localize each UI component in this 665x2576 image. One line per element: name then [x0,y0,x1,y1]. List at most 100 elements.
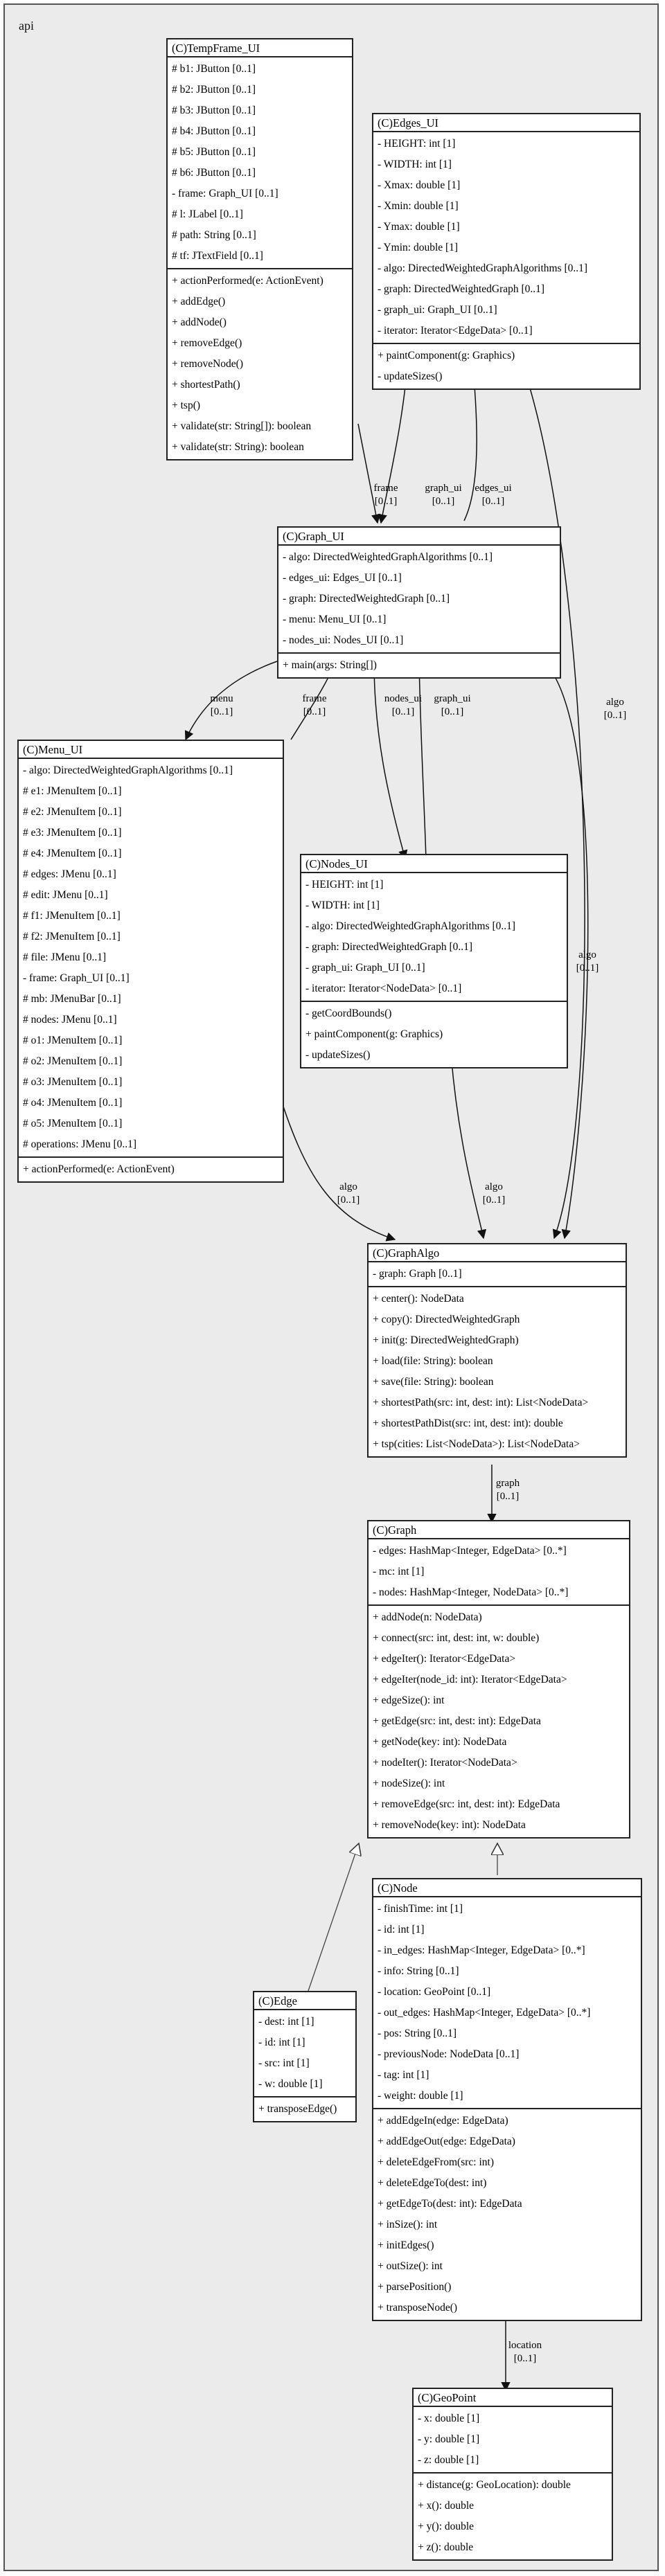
attribute-row: - id: int [1] [378,1924,425,1935]
class-node: (C)Node- finishTime: int [1]- id: int [1… [372,1878,642,2321]
operation-row: + deleteEdgeFrom(src: int) [378,2156,494,2168]
attribute-row: - algo: DirectedWeightedGraphAlgorithms … [378,262,588,274]
attribute-row: - out_edges: HashMap<Integer, EdgeData> … [378,2007,591,2019]
attribute-row: - info: String [0..1] [378,1965,459,1977]
attribute-row: # b3: JButton [0..1] [172,105,256,116]
attribute-row: # b6: JButton [0..1] [172,167,256,179]
attribute-row: - pos: String [0..1] [378,2028,457,2039]
attribute-row: - frame: Graph_UI [0..1] [172,188,278,199]
operation-row: - updateSizes() [378,370,443,382]
attribute-row: # tf: JTextField [0..1] [172,250,263,262]
edge-role: algo [485,1181,503,1192]
attribute-row: # l: JLabel [0..1] [172,208,243,220]
attribute-row: # o5: JMenuItem [0..1] [23,1118,123,1129]
class-title: (C)Menu_UI [19,741,283,759]
operation-row: + getEdge(src: int, dest: int): EdgeData [373,1715,541,1727]
attribute-row: # f1: JMenuItem [0..1] [23,910,121,922]
edge-label-frame1: frame[0..1] [374,482,398,508]
generalization-edge-graph [308,1843,359,1992]
attribute-row: - z: double [1] [418,2454,479,2466]
package-label: api [19,19,34,33]
operation-row: + getEdgeTo(dest: int): EdgeData [378,2198,522,2210]
class-attributes: - HEIGHT: int [1]- WIDTH: int [1]- Xmax:… [373,132,639,343]
class-graph: (C)Graph- edges: HashMap<Integer, EdgeDa… [367,1520,630,1839]
attribute-row: - graph: Graph [0..1] [373,1268,462,1280]
operation-row: + load(file: String): boolean [373,1355,493,1367]
attribute-row: # edit: JMenu [0..1] [23,889,108,901]
operation-row: + save(file: String): boolean [373,1376,494,1388]
edge-label-algo_g: algo[0..1] [576,949,599,975]
class-attributes: - finishTime: int [1]- id: int [1]- in_e… [373,1897,641,2108]
edge-tempframe-graphui [357,423,381,524]
operation-row: + actionPerformed(e: ActionEvent) [23,1163,175,1175]
edge-nodesui-graphalgo [450,1044,487,1240]
class-attributes: - graph: Graph [0..1] [369,1262,626,1286]
attribute-row: - weight: double [1] [378,2090,463,2102]
operation-row: + inSize(): int [378,2219,438,2230]
attribute-row: # o2: JMenuItem [0..1] [23,1055,123,1067]
operation-row: + edgeSize(): int [373,1694,445,1706]
attribute-row: - graph: DirectedWeightedGraph [0..1] [378,283,545,295]
class-title: (C)TempFrame_UI [168,39,352,57]
attribute-row: - algo: DirectedWeightedGraphAlgorithms … [305,920,516,932]
operation-row: + shortestPath() [172,379,240,391]
operation-row: + addNode(n: NodeData) [373,1611,482,1623]
operation-row: + validate(str: String[]): boolean [172,420,312,432]
attribute-row: # b2: JButton [0..1] [172,84,256,96]
edge-multiplicity: [0..1] [576,963,599,974]
attribute-row: - dest: int [1] [258,2016,314,2028]
operation-row: + center(): NodeData [373,1293,464,1305]
edge-label-graphui2: graph_ui[0..1] [434,692,470,719]
edge-multiplicity: [0..1] [441,706,464,717]
operation-row: + outSize(): int [378,2260,443,2272]
attribute-row: - algo: DirectedWeightedGraphAlgorithms … [23,764,233,776]
class-tempframe: (C)TempFrame_UI# b1: JButton [0..1]# b2:… [166,38,353,460]
attribute-row: - algo: DirectedWeightedGraphAlgorithms … [283,551,493,563]
class-attributes: - edges: HashMap<Integer, EdgeData> [0..… [369,1539,629,1604]
operation-row: + nodeSize(): int [373,1778,445,1789]
attribute-row: # operations: JMenu [0..1] [23,1138,137,1150]
class-attributes: - x: double [1]- y: double [1]- z: doubl… [414,2407,612,2472]
operation-row: - updateSizes() [305,1049,371,1061]
attribute-row: - WIDTH: int [1] [378,159,452,170]
edge-graphui-nodesui [373,661,408,860]
edge-multiplicity: [0..1] [482,1195,506,1206]
attribute-row: # e2: JMenuItem [0..1] [23,806,122,818]
attribute-row: - graph_ui: Graph_UI [0..1] [378,304,497,316]
operation-row: + removeNode() [172,358,243,370]
attribute-row: - location: GeoPoint [0..1] [378,1986,491,1998]
operation-row: + removeEdge(src: int, dest: int): EdgeD… [373,1798,560,1810]
operation-row: + z(): double [418,2541,474,2553]
operation-row: + distance(g: GeoLocation): double [418,2479,571,2491]
edge-role: frame [373,483,398,494]
edge-role: edges_ui [475,483,512,494]
operation-row: + deleteEdgeTo(dest: int) [378,2177,487,2189]
attribute-row: # e1: JMenuItem [0..1] [23,785,122,797]
operation-row: + actionPerformed(e: ActionEvent) [172,275,323,287]
edge-graphui-menuui [184,661,278,741]
attribute-row: # e4: JMenuItem [0..1] [23,848,122,859]
attribute-row: - id: int [1] [258,2037,305,2048]
operation-row: + initEdges() [378,2239,434,2251]
attribute-row: # b4: JButton [0..1] [172,125,256,137]
class-edge: (C)Edge - dest: int [1] - id: int [1] - src… [253,1991,357,2122]
class-title: (C)Edge [254,1992,355,2010]
class-operations: + center(): NodeData + copy(): DirectedWe… [369,1286,626,1456]
operation-row: + shortestPath(src: int, dest: int): Lis… [373,1397,589,1408]
class-title: (C)Nodes_UI [301,855,567,873]
operation-row: + transposeNode() [378,2302,458,2314]
attribute-row: # mb: JMenuBar [0..1] [23,993,121,1005]
edge-nodesui-graphui [414,660,427,859]
attribute-row: - WIDTH: int [1] [305,900,380,911]
edge-label-graphui1: graph_ui[0..1] [425,482,461,508]
operation-row: + copy(): DirectedWeightedGraph [373,1314,520,1325]
operation-row: + edgeIter(node_id: int): Iterator<EdgeD… [373,1674,567,1685]
class-operations: + addEdgeIn(edge: EdgeData)+ addEdgeOut(… [373,2108,641,2320]
operation-row: + edgeIter(): Iterator<EdgeData> [373,1653,516,1665]
attribute-row: - iterator: Iterator<NodeData> [0..1] [305,983,462,994]
edge-multiplicity: [0..1] [496,1491,520,1502]
edge-label-edgesui: edges_ui[0..1] [475,482,511,508]
attribute-row: - tag: int [1] [378,2069,429,2081]
attribute-row: - src: int [1] [258,2057,310,2069]
attribute-row: - iterator: Iterator<EdgeData> [0..1] [378,325,533,337]
